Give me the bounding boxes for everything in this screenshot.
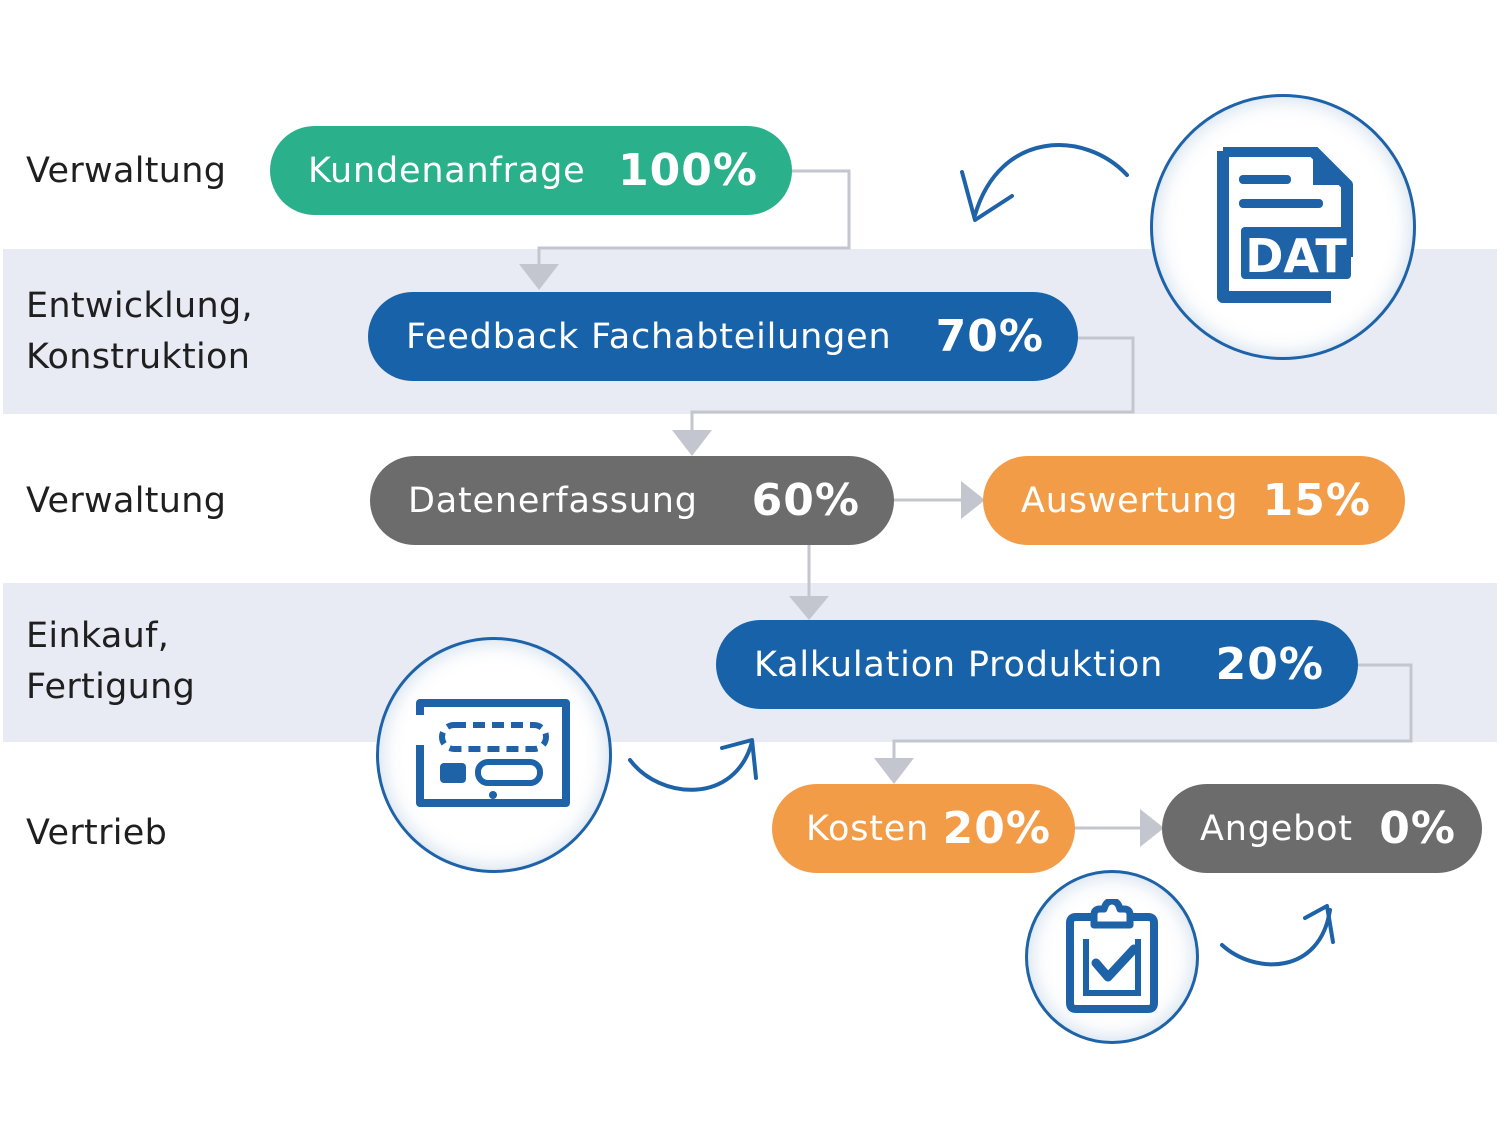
curved-arrow-tablet (628, 740, 754, 792)
step-angebot-label: Angebot (1200, 808, 1353, 849)
curved-arrow-document (973, 143, 1129, 217)
row-label-verwaltung-2: Verwaltung (26, 481, 227, 521)
curved-arrow-tablet-head (720, 738, 758, 780)
step-feedback-percent: 70% (935, 311, 1044, 362)
row-label-einkauf: Einkauf, Fertigung (26, 611, 195, 713)
row-label-entwicklung-line1: Entwicklung, (26, 286, 253, 326)
step-auswertung-percent: 15% (1262, 475, 1371, 526)
row-label-entwicklung: Entwicklung, Konstruktion (26, 281, 253, 383)
row-label-einkauf-line2: Fertigung (26, 667, 196, 707)
arrow-head-auswertung (961, 481, 985, 519)
step-datenerfassung-percent: 60% (751, 475, 860, 526)
clipboard-check-icon-graphic (1066, 899, 1158, 1013)
tablet-form-icon-graphic (416, 699, 570, 807)
step-angebot-percent: 0% (1379, 803, 1456, 854)
step-datenerfassung: Datenerfassung 60% (370, 456, 894, 545)
arrow-head-feedback (519, 264, 559, 290)
dat-document-icon: DAT (1150, 94, 1416, 360)
row-label-verwaltung-1: Verwaltung (26, 151, 227, 191)
arrow-head-datenerfassung (672, 430, 712, 456)
row-label-entwicklung-line2: Konstruktion (26, 337, 251, 377)
curved-arrow-clipboard-head (1303, 904, 1335, 944)
dat-document-icon-graphic: DAT (1217, 147, 1353, 303)
arrow-head-kosten (874, 758, 914, 784)
step-feedback-label: Feedback Fachabteilungen (406, 316, 892, 357)
connector-feedback-datenerfassung (690, 336, 1135, 432)
dat-document-icon-text: DAT (1245, 229, 1347, 283)
step-kosten-percent: 20% (942, 803, 1051, 854)
arrow-head-kalkulation (789, 596, 829, 620)
step-kosten-label: Kosten (806, 808, 930, 849)
curved-arrow-document-head (960, 170, 1014, 222)
step-kalkulation-percent: 20% (1215, 639, 1324, 690)
step-kundenanfrage: Kundenanfrage 100% (270, 126, 792, 215)
step-kundenanfrage-label: Kundenanfrage (308, 150, 586, 191)
curved-arrow-clipboard (1220, 908, 1332, 967)
step-kalkulation: Kalkulation Produktion 20% (716, 620, 1358, 709)
clipboard-check-icon (1025, 870, 1199, 1044)
step-feedback: Feedback Fachabteilungen 70% (368, 292, 1078, 381)
connector-kundenanfrage-feedback (537, 169, 851, 266)
arrow-head-angebot (1140, 809, 1164, 847)
tablet-form-icon (376, 637, 612, 873)
row-label-vertrieb: Vertrieb (26, 813, 168, 853)
row-label-einkauf-line1: Einkauf, (26, 616, 170, 656)
connector-kalkulation-kosten (892, 663, 1413, 760)
step-kundenanfrage-percent: 100% (618, 145, 758, 196)
step-auswertung-label: Auswertung (1021, 480, 1239, 521)
step-kosten: Kosten 20% (772, 784, 1075, 873)
step-datenerfassung-label: Datenerfassung (408, 480, 698, 521)
step-auswertung: Auswertung 15% (983, 456, 1405, 545)
step-angebot: Angebot 0% (1162, 784, 1482, 873)
step-kalkulation-label: Kalkulation Produktion (754, 644, 1164, 685)
